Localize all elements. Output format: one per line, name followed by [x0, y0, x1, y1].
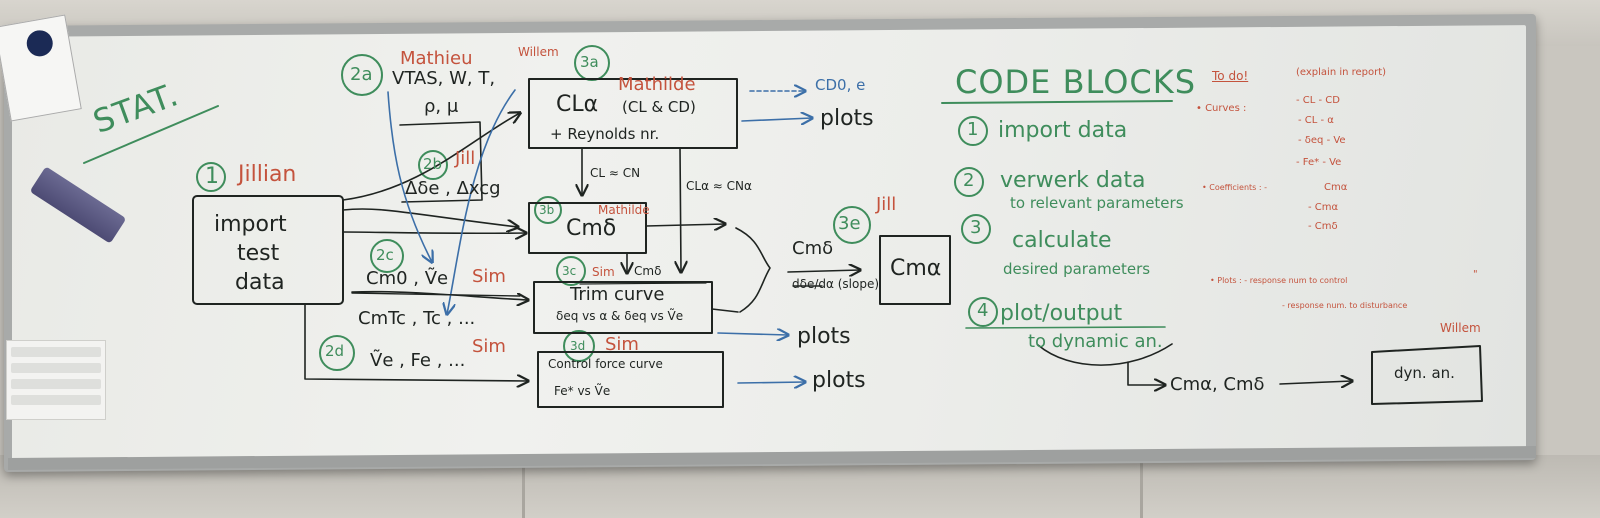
tag-3d: 3d	[570, 339, 586, 353]
code-blocks-heading: CODE BLOCKS	[955, 63, 1197, 101]
owner-sim-2c: Sim	[472, 266, 506, 287]
coef-1: Cmα	[1324, 182, 1348, 193]
tag-3e: 3e	[838, 213, 861, 234]
block-4-text2: to dynamic an.	[1028, 331, 1163, 352]
vars-2c-line2: CmTc , Tc , ...	[358, 308, 476, 329]
owner-jill-3e: Jill	[876, 194, 897, 215]
owner-willem: Willem	[518, 45, 559, 59]
dyn-an-box: dyn. an.	[1394, 364, 1455, 382]
approx-cl-cn: CL ≈ CN	[590, 166, 641, 180]
block-1-text: import data	[998, 118, 1128, 143]
wall-seam	[1140, 455, 1143, 518]
approx-cla-cna: CLα ≈ CNα	[686, 179, 752, 193]
out-plots-3a: plots	[820, 106, 874, 131]
wall-seam	[522, 455, 525, 518]
control-force-curve: Control force curve	[548, 357, 663, 371]
curve-1: - CL - CD	[1296, 95, 1340, 106]
trim-curve-detail: δeq vs α & δeq vs Ṽe	[556, 309, 684, 323]
trim-curve: Trim curve	[570, 284, 665, 305]
out-cd0: CD0, e	[815, 76, 866, 94]
owner-sim-3d: Sim	[605, 334, 639, 355]
tag-2c: 2c	[376, 246, 394, 264]
vars-2d: Ṽe , Fe , ...	[370, 350, 466, 371]
block-3-num: 3	[970, 217, 982, 238]
cm-delta-3e: Cmδ	[792, 238, 834, 259]
owner-jillian: Jillian	[238, 162, 297, 187]
todo-heading: To do!	[1212, 69, 1249, 83]
block-3-text2: desired parameters	[1003, 260, 1151, 278]
curve-3: - δeq - Ve	[1298, 135, 1346, 146]
reynolds: + Reynolds nr.	[550, 125, 660, 143]
import-box-line3: data	[235, 270, 285, 295]
slope-label: dδe/dα (slope)	[792, 277, 880, 291]
output-vars: Cmα, Cmδ	[1170, 374, 1265, 395]
plots-item-2: - response num. to disturbance	[1282, 301, 1408, 310]
tag-2d: 2d	[325, 342, 345, 360]
tag-1: 1	[205, 164, 219, 189]
cm-alpha-box: Cmα	[890, 256, 942, 281]
todo-note: (explain in report)	[1296, 67, 1387, 78]
owner-mathilde-3b: Mathilde	[598, 203, 650, 217]
out-plots-3d: plots	[812, 368, 866, 393]
curve-2: - CL - α	[1298, 115, 1334, 126]
coef-3: - Cmδ	[1308, 221, 1338, 232]
owner-willem-dyn: Willem	[1440, 321, 1481, 335]
coef-2: - Cmα	[1308, 202, 1339, 213]
tag-3b: 3b	[539, 203, 555, 217]
block-1-num: 1	[967, 119, 979, 140]
marker-holder	[6, 340, 106, 420]
import-box-line2: test	[237, 241, 280, 266]
cm-delta-box: Cmδ	[566, 216, 617, 241]
curves-label: • Curves :	[1196, 103, 1247, 114]
owner-mathieu: Mathieu	[400, 48, 473, 69]
owner-mathilde-3a: Mathilde	[618, 74, 696, 95]
vars-2c: Cm0 , Ṽe	[366, 268, 449, 289]
block-4-text: plot/output	[1000, 301, 1123, 326]
curve-4: - Fe* - Ve	[1296, 157, 1342, 168]
coefficients-label: • Coefficients : -	[1202, 183, 1267, 192]
control-force-detail: Fe* vs Ṽe	[554, 384, 611, 398]
quote-mark: "	[1473, 269, 1478, 280]
owner-sim-2d: Sim	[472, 336, 506, 357]
tag-3a: 3a	[580, 53, 599, 71]
vars-2a-line1: VTAS, W, T,	[392, 68, 496, 89]
owner-sim-3c: Sim	[592, 265, 615, 279]
block-4-num: 4	[977, 300, 989, 321]
cl-cd: (CL & CD)	[622, 98, 696, 116]
cm-delta-3c: Cmδ	[634, 264, 662, 278]
vars-2a-line2: ρ, μ	[424, 96, 459, 117]
import-box-line1: import	[214, 212, 287, 237]
plots-label: • Plots : - response num to control	[1210, 276, 1348, 285]
tag-3c: 3c	[562, 264, 577, 278]
cl-alpha: CLα	[556, 92, 599, 117]
block-2-text: verwerk data	[1000, 168, 1146, 193]
block-2-num: 2	[963, 170, 975, 191]
tag-2a: 2a	[350, 64, 373, 85]
vars-2b: Δδe , Δxcg	[405, 178, 501, 199]
tag-2b: 2b	[423, 155, 443, 173]
block-3-text: calculate	[1012, 228, 1112, 253]
block-2-text2: to relevant parameters	[1010, 194, 1184, 212]
out-plots-3c: plots	[797, 324, 851, 349]
owner-jill-2b: Jill	[455, 148, 476, 169]
